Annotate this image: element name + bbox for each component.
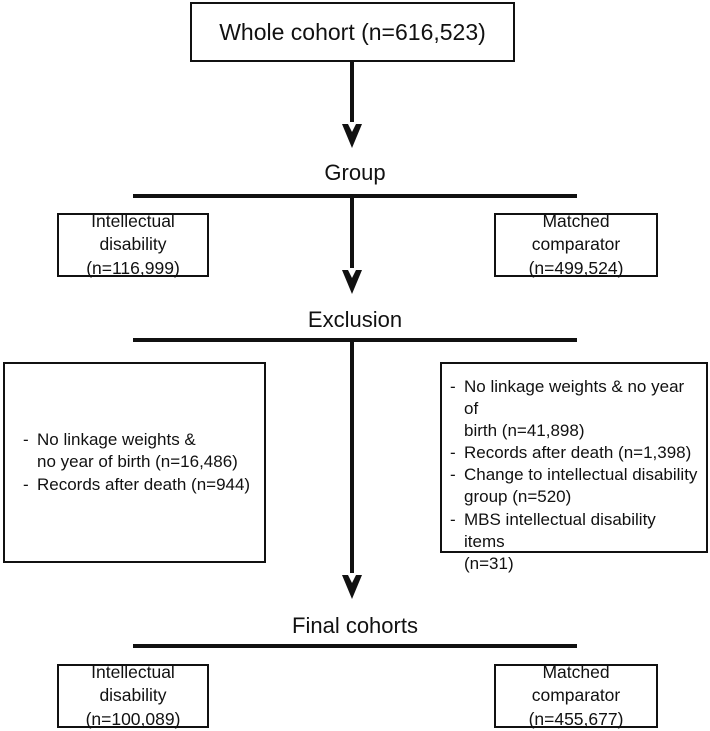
exclusion-right-box: No linkage weights & no year of birth (n…: [440, 362, 708, 573]
arrow-shaft-3: [350, 340, 354, 578]
exclusion-left-list: No linkage weights & no year of birth (n…: [23, 429, 250, 495]
exclusion-right-list: No linkage weights & no year of birth (n…: [450, 376, 700, 575]
exclusion-left-box: No linkage weights & no year of birth (n…: [3, 362, 266, 563]
group-left-line2: (n=116,999): [86, 257, 180, 278]
group-intellectual-disability-box: Intellectual disability (n=116,999): [57, 210, 209, 278]
exclusion-right-item-1: No linkage weights & no year of birth (n…: [450, 376, 700, 442]
final-cohorts-heading: Final cohorts: [292, 613, 418, 638]
exclusion-bar: [133, 338, 577, 342]
group-right-line1: Matched comparator: [531, 210, 621, 255]
whole-cohort-label: Whole cohort (n=616,523): [219, 18, 486, 45]
final-left-line1: Intellectual disability: [91, 661, 175, 706]
final-right-line1: Matched comparator: [531, 661, 621, 706]
group-matched-comparator-box: Matched comparator (n=499,524): [494, 210, 658, 278]
exclusion-left-item-2: Records after death (n=944): [23, 474, 250, 496]
exclusion-heading: Exclusion: [307, 307, 403, 332]
exclusion-right-item-2: Records after death (n=1,398): [450, 442, 700, 464]
final-intellectual-disability-box: Intellectual disability (n=100,089): [57, 661, 209, 729]
group-left-line1: Intellectual disability: [91, 210, 175, 255]
arrow-shaft-1: [350, 62, 354, 126]
group-heading: Group: [324, 160, 386, 185]
arrow-head-3: [342, 573, 362, 599]
final-matched-comparator-box: Matched comparator (n=455,677): [494, 661, 658, 729]
arrow-head-2: [342, 268, 362, 294]
arrow-head-1: [342, 122, 362, 148]
exclusion-right-item-4: MBS intellectual disability items (n=31): [450, 509, 700, 575]
whole-cohort-box: Whole cohort (n=616,523): [190, 2, 515, 62]
final-right-line2: (n=455,677): [528, 708, 624, 729]
exclusion-left-item-1: No linkage weights & no year of birth (n…: [23, 429, 250, 473]
arrow-shaft-2: [350, 196, 354, 274]
final-bar: [133, 644, 577, 648]
group-bar: [133, 194, 577, 198]
exclusion-right-item-3: Change to intellectual disability group …: [450, 464, 700, 508]
group-right-line2: (n=499,524): [528, 257, 624, 278]
final-left-line2: (n=100,089): [85, 708, 181, 729]
